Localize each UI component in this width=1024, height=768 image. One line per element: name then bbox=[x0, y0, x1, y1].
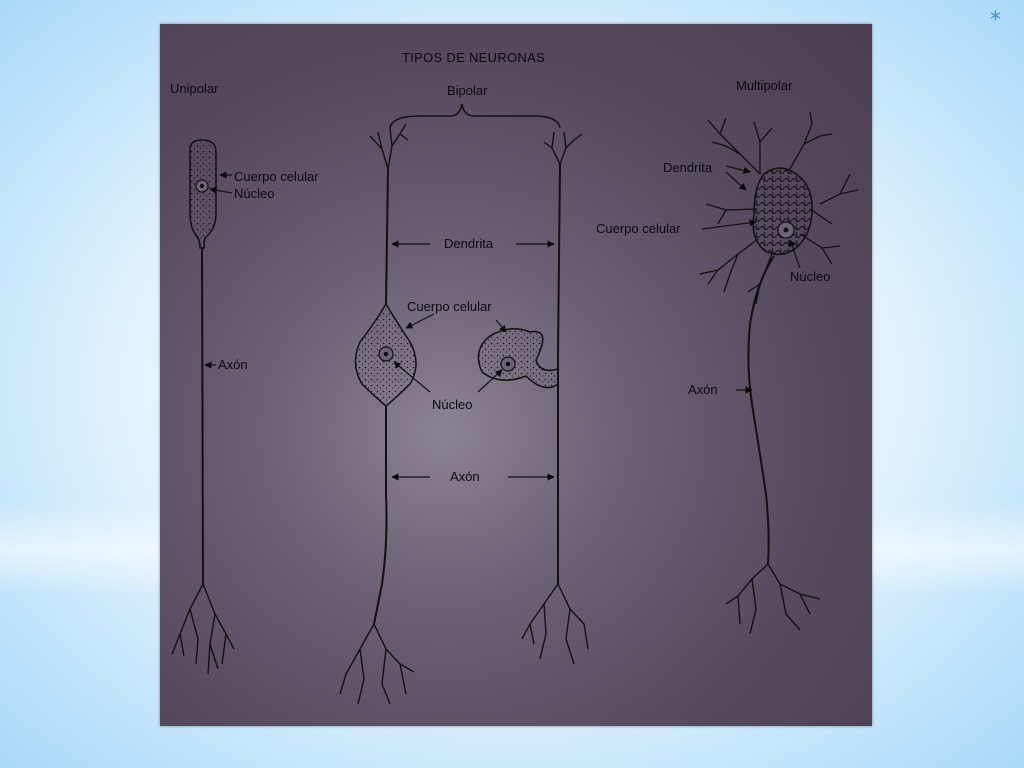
neuron-drawings bbox=[171, 103, 859, 705]
bipolar-bracket bbox=[389, 103, 561, 129]
bipolar-cell-body-label: Cuerpo celular bbox=[407, 299, 492, 314]
multipolar-cell-body bbox=[752, 167, 813, 256]
bipolar-left-dendrite bbox=[385, 168, 389, 305]
bipolar-left-axon bbox=[373, 406, 388, 625]
bipolar-left-terminals bbox=[339, 623, 415, 705]
unipolar-neuron bbox=[171, 139, 235, 675]
multipolar-axon bbox=[747, 255, 775, 565]
bipolar-right-terminals bbox=[521, 583, 589, 665]
unipolar-heading: Unipolar bbox=[170, 81, 219, 96]
multipolar-dendrites bbox=[699, 111, 859, 305]
bipolar-right-dendrite bbox=[557, 163, 561, 355]
multipolar-terminals bbox=[725, 563, 821, 635]
bipolar-right-cell-body bbox=[477, 328, 559, 389]
bipolar-nucleus-label: Núcleo bbox=[432, 397, 473, 412]
bipolar-neurons bbox=[339, 103, 589, 705]
figure-title: TIPOS DE NEURONAS bbox=[402, 50, 546, 65]
multipolar-heading: Multipolar bbox=[736, 78, 793, 93]
unipolar-cell-body bbox=[189, 139, 217, 249]
multipolar-axon-label: Axón bbox=[688, 382, 718, 397]
bipolar-heading: Bipolar bbox=[447, 83, 488, 98]
multipolar-cell-body-label: Cuerpo celular bbox=[596, 221, 681, 236]
unipolar-axon bbox=[201, 247, 204, 585]
unipolar-terminals bbox=[171, 583, 235, 675]
unipolar-cell-body-label: Cuerpo celular bbox=[234, 169, 319, 184]
multipolar-nucleus-label: Núcleo bbox=[790, 269, 831, 284]
bipolar-axon-label: Axón bbox=[450, 469, 480, 484]
star-icon: * bbox=[990, 8, 1001, 33]
unipolar-nucleus-label: Núcleo bbox=[234, 186, 275, 201]
bipolar-dendrite-label: Dendrita bbox=[444, 236, 494, 251]
bipolar-right-dendrite-tree bbox=[543, 131, 583, 165]
multipolar-neuron bbox=[699, 111, 859, 635]
multipolar-dendrite-label: Dendrita bbox=[663, 160, 713, 175]
unipolar-axon-label: Axón bbox=[218, 357, 248, 372]
neuron-types-figure: TIPOS DE NEURONAS Unipolar Cuerpo celula… bbox=[160, 24, 872, 726]
bipolar-left-dendrite-tree bbox=[369, 123, 409, 170]
